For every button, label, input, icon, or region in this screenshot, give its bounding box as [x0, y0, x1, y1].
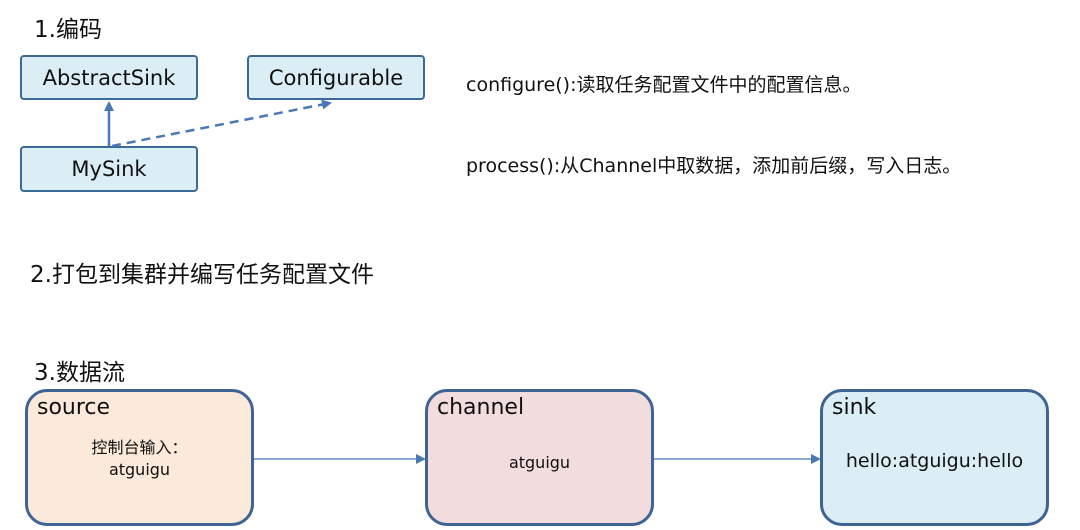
channel-title: channel	[437, 395, 525, 420]
source-content: 控制台输入： atguigu	[28, 437, 251, 481]
my-sink-label: MySink	[71, 157, 147, 181]
configurable-label: Configurable	[268, 65, 404, 90]
channel-box: channel atguigu	[425, 389, 654, 526]
abstract-sink-label: AbstractSink	[42, 65, 176, 90]
sink-value: hello:atguigu:hello	[845, 450, 1024, 472]
source-input-label: 控制台输入：	[91, 438, 188, 457]
section-2-heading: 2.打包到集群并编写任务配置文件	[30, 262, 374, 288]
sink-box: sink hello:atguigu:hello	[820, 389, 1049, 526]
configurable-interface: Configurable	[247, 55, 425, 100]
source-title: source	[37, 395, 111, 420]
section-3-heading: 3.数据流	[34, 360, 125, 386]
source-input-value: atguigu	[108, 460, 171, 479]
configure-description: configure():读取任务配置文件中的配置信息。	[466, 74, 862, 96]
implements-arrow	[111, 99, 332, 148]
my-sink-class: MySink	[20, 146, 198, 192]
process-description: process():从Channel中取数据，添加前后缀，写入日志。	[466, 155, 962, 177]
section-1-heading: 1.编码	[34, 17, 102, 43]
source-box: source 控制台输入： atguigu	[25, 389, 254, 526]
sink-title: sink	[832, 395, 877, 420]
abstract-sink-class: AbstractSink	[20, 55, 198, 100]
channel-value: atguigu	[508, 453, 571, 472]
